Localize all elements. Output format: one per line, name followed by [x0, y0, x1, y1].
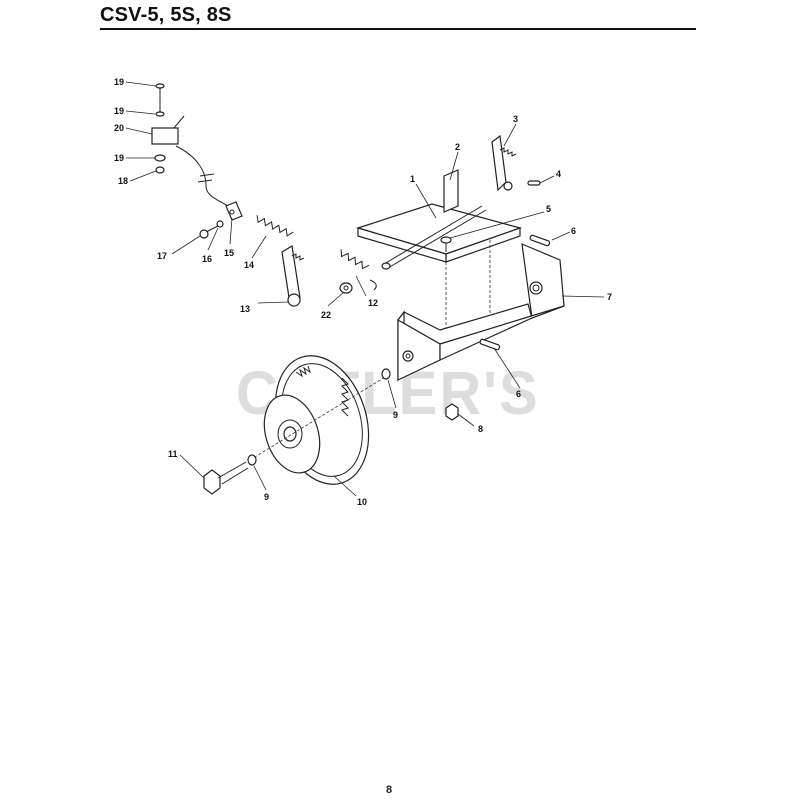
pin-part [527, 180, 541, 186]
callout-20: 20 [114, 123, 124, 133]
callout-labels: 19 19 20 19 19 18 1 2 3 4 5 6 7 6 8 9 9 … [114, 77, 612, 507]
callout-19a: 19 [114, 106, 124, 116]
callout-5: 5 [546, 204, 551, 214]
callout-17: 17 [157, 251, 167, 261]
callout-22: 22 [321, 310, 331, 320]
height-adjuster-bracket [491, 134, 517, 192]
callout-19c: 19 [114, 153, 124, 163]
control-linkage [151, 83, 377, 307]
callout-13: 13 [240, 304, 250, 314]
callout-6a: 6 [571, 226, 576, 236]
callout-15: 15 [224, 248, 234, 258]
callout-21: 19 [114, 77, 124, 87]
callout-4: 4 [556, 169, 561, 179]
callout-12: 12 [368, 298, 378, 308]
page-number: 8 [386, 784, 393, 796]
wheel-bracket-frame [355, 169, 565, 382]
callout-10: 10 [357, 497, 367, 507]
callout-1: 1 [410, 174, 415, 184]
wheel-assembly [203, 355, 459, 495]
callout-8: 8 [478, 424, 483, 434]
callout-11: 11 [168, 449, 178, 459]
callout-7: 7 [607, 292, 612, 302]
callout-9b: 9 [264, 492, 269, 502]
callout-18: 18 [118, 176, 128, 186]
page-title: CSV-5, 5S, 8S [100, 4, 232, 26]
callout-16: 16 [202, 254, 212, 264]
leader-lines [125, 81, 605, 497]
callout-9a: 9 [393, 410, 398, 420]
callout-2: 2 [455, 142, 460, 152]
callout-6b: 6 [516, 389, 521, 399]
callout-3: 3 [513, 114, 518, 124]
callout-14: 14 [244, 260, 254, 270]
title-rule [100, 28, 696, 30]
